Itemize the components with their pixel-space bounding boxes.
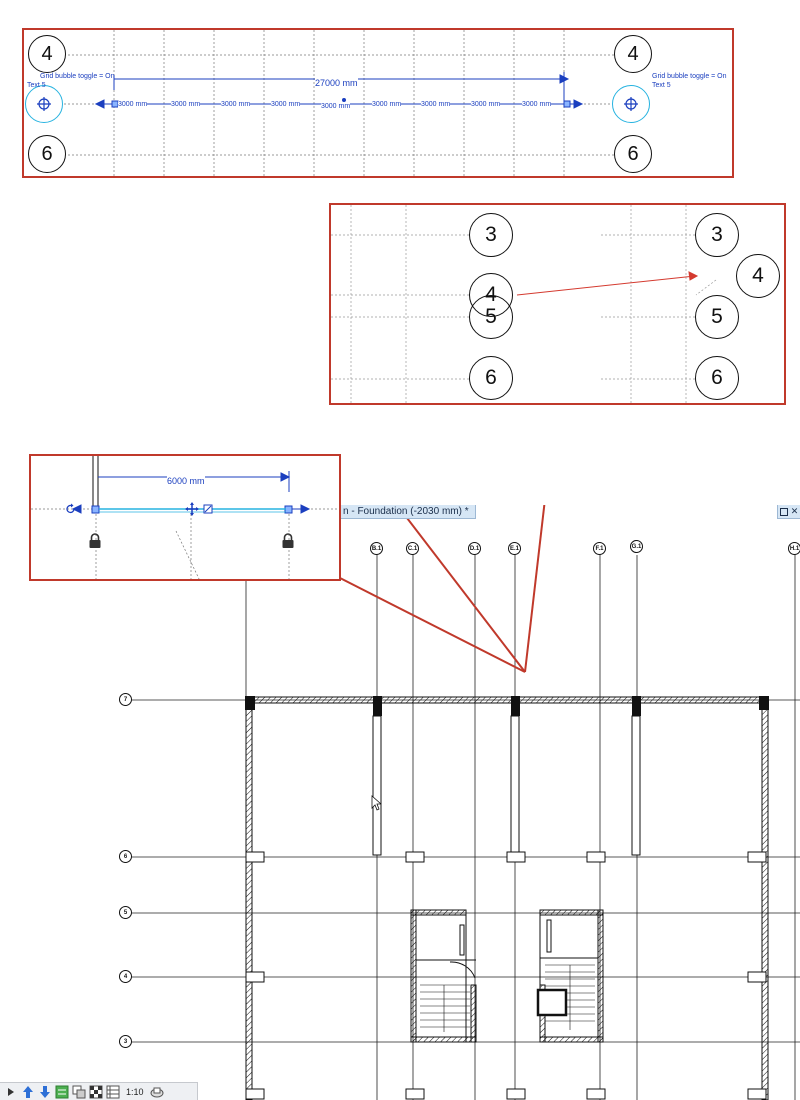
callout-right-drawing	[331, 205, 717, 403]
shadows-icon[interactable]	[89, 1085, 103, 1099]
callout-bubble-offset: 3 4 5 6 3 4 5 6	[329, 203, 786, 405]
mouse-cursor-icon	[371, 795, 381, 811]
exterior-walls	[245, 696, 769, 1100]
overall-dimension[interactable]: 27000 mm	[315, 78, 358, 88]
grid-bubble-6-right[interactable]: 6	[614, 135, 652, 173]
plan-view-canvas[interactable]: B.1 C.1 D.1 E.1 F.1 G.1 H.1 7 6 5 4 3	[0, 505, 800, 1100]
move-handle-icon[interactable]	[36, 96, 52, 112]
move-handle-icon-right[interactable]	[623, 96, 639, 112]
grid-bubble-5[interactable]: 5	[119, 906, 132, 919]
crop-icon[interactable]	[106, 1085, 120, 1099]
lock-icon[interactable]	[88, 533, 102, 549]
label-text-left: Text 5	[27, 82, 46, 89]
callout-left-drawing	[31, 456, 339, 579]
grid-bubble-4-left[interactable]: 4	[28, 35, 66, 73]
callout-leaders	[339, 505, 546, 673]
expand-arrow-icon[interactable]	[4, 1085, 18, 1099]
grid-bubble-5-left-overlap[interactable]: 5	[469, 295, 513, 339]
grid-bubble-7[interactable]: 7	[119, 693, 132, 706]
grid-dimension-6000[interactable]: 6000 mm	[167, 476, 205, 486]
grid-bubble-5-right[interactable]: 5	[695, 295, 739, 339]
callout-grid-bubble-toggle: 4 4 6 6 Grid bubble toggle = On Text 5 G…	[22, 28, 734, 178]
segment-dimension-3[interactable]: 3000 mm	[221, 101, 251, 109]
render-icon[interactable]	[150, 1085, 164, 1099]
grid-bubble-C1[interactable]: C.1	[406, 542, 419, 555]
top-columns	[245, 696, 769, 716]
grid-bubble-4-right[interactable]: 4	[614, 35, 652, 73]
selected-bubble-left[interactable]	[25, 85, 63, 123]
grid-bubble-6[interactable]: 6	[119, 850, 132, 863]
label-bubble-toggle-right: Grid bubble toggle = On	[652, 73, 727, 80]
interior-walls	[372, 715, 641, 856]
up-arrow-icon[interactable]	[21, 1085, 35, 1099]
stair-treads-left	[420, 984, 470, 1032]
drag-handle-icon[interactable]	[203, 504, 213, 514]
move-cross-icon[interactable]	[185, 502, 199, 516]
grid-bubble-3-right[interactable]: 3	[695, 213, 739, 257]
floor-plan-drawing[interactable]	[0, 505, 800, 1100]
window-controls: ✕	[777, 505, 800, 519]
columns-row-6	[245, 851, 767, 863]
grid-bubble-6-left[interactable]: 6	[469, 356, 513, 400]
segment-dimension-8[interactable]: 3000 mm	[471, 101, 501, 109]
grid-bubble-3[interactable]: 3	[119, 1035, 132, 1048]
close-button[interactable]: ✕	[790, 506, 799, 516]
segment-dimension-6[interactable]: 3000 mm	[372, 101, 402, 109]
label-bubble-toggle-left: Grid bubble toggle = On	[40, 73, 115, 80]
label-text-right: Text 5	[652, 82, 671, 89]
grid-bubble-6-right[interactable]: 6	[695, 356, 739, 400]
restore-button[interactable]	[780, 507, 788, 516]
stair-core-left	[410, 909, 477, 1043]
down-arrow-icon[interactable]	[38, 1085, 52, 1099]
rotate-icon[interactable]	[65, 503, 77, 515]
visual-style-icon[interactable]	[72, 1085, 86, 1099]
grid-bubble-F1[interactable]: F.1	[593, 542, 606, 555]
segment-dimension-1[interactable]: 3000 mm	[118, 101, 148, 109]
segment-dimension-4[interactable]: 3000 mm	[271, 101, 301, 109]
lock-icon-right[interactable]	[281, 533, 295, 549]
columns-row-4	[245, 971, 767, 983]
view-tab[interactable]: n - Foundation (-2030 mm) *	[336, 505, 476, 519]
segment-dimension-7[interactable]: 3000 mm	[421, 101, 451, 109]
vertical-grid-lines	[245, 555, 796, 1100]
callout-grid-dimension: 6000 mm	[29, 454, 341, 581]
segment-dimension-5[interactable]: 3000 mm	[321, 103, 351, 111]
columns-row-bottom	[245, 1088, 767, 1100]
grid-bubble-3-left[interactable]: 3	[469, 213, 513, 257]
segment-dimension-9[interactable]: 3000 mm	[522, 101, 552, 109]
grid-bubble-4-right-offset[interactable]: 4	[736, 254, 780, 298]
view-scale[interactable]: 1:10	[126, 1086, 144, 1097]
grid-bubble-4[interactable]: 4	[119, 970, 132, 983]
segment-dimension-2[interactable]: 3000 mm	[171, 101, 201, 109]
grid-bubble-6-left[interactable]: 6	[28, 135, 66, 173]
grid-bubble-E1[interactable]: E.1	[508, 542, 521, 555]
detail-level-icon[interactable]	[55, 1085, 69, 1099]
grid-bubble-G1[interactable]: G.1	[630, 540, 643, 553]
selected-bubble-right[interactable]	[612, 85, 650, 123]
view-control-bar: 1:10	[0, 1082, 198, 1100]
grid-bubble-D1[interactable]: D.1	[468, 542, 481, 555]
grid-bubble-H1[interactable]: H.1	[788, 542, 800, 555]
grid-bubble-B1[interactable]: B.1	[370, 542, 383, 555]
stair-core-right	[536, 909, 604, 1043]
